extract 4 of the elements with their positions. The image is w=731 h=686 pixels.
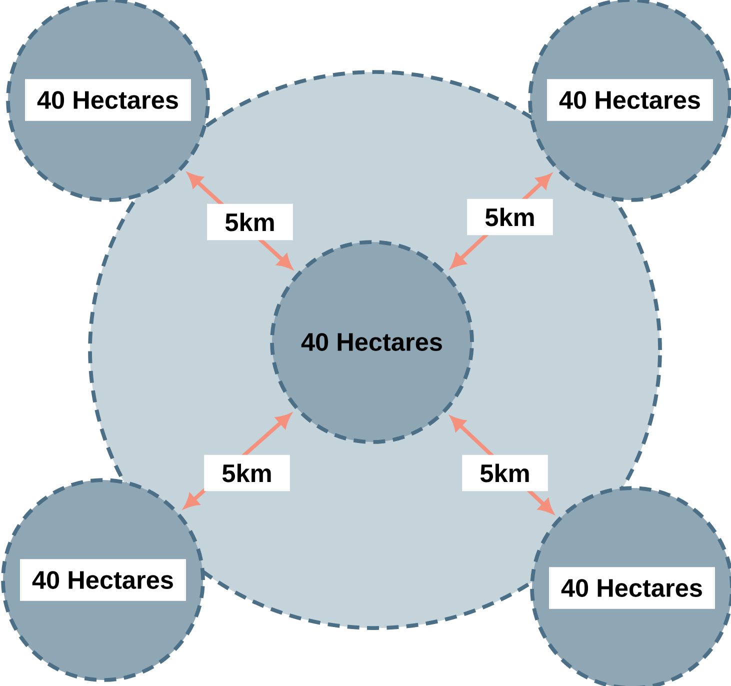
edge-label: 5km bbox=[467, 198, 553, 236]
edge-label: 5km bbox=[204, 454, 290, 492]
edge-label: 5km bbox=[207, 204, 293, 240]
edge-label: 5km bbox=[462, 454, 548, 492]
